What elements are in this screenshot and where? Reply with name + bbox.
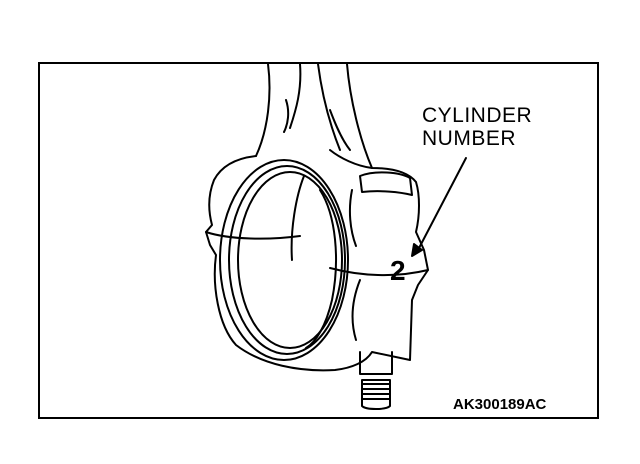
figure-frame [38,62,599,419]
cylinder-number-mark: 2 [390,255,406,286]
callout-leader-line [417,157,467,251]
bore-ring-2 [237,171,343,349]
bolt-thread [361,379,391,410]
callout-label-line-1: CYLINDER [422,104,533,127]
split-line-left [205,231,301,240]
callout-arrowhead [411,243,423,257]
callout-label-line-2: NUMBER [422,127,517,150]
bore-inner-curve-2 [290,175,305,261]
split-line-right [329,267,429,277]
rod-beam-outline [255,63,373,169]
cap-boss [359,171,413,196]
big-end-outline [205,149,429,372]
rod-beam-shading [283,99,351,151]
bore-ring-1 [228,165,346,355]
bore-inner-curve [305,189,337,349]
bolt-thread-lines [361,383,391,400]
bolt-body [359,351,393,375]
figure-code: AK300189AC [453,396,547,413]
rod-beam-web [289,63,341,151]
cap-side-contour [348,189,361,341]
bore-outer [219,159,349,361]
